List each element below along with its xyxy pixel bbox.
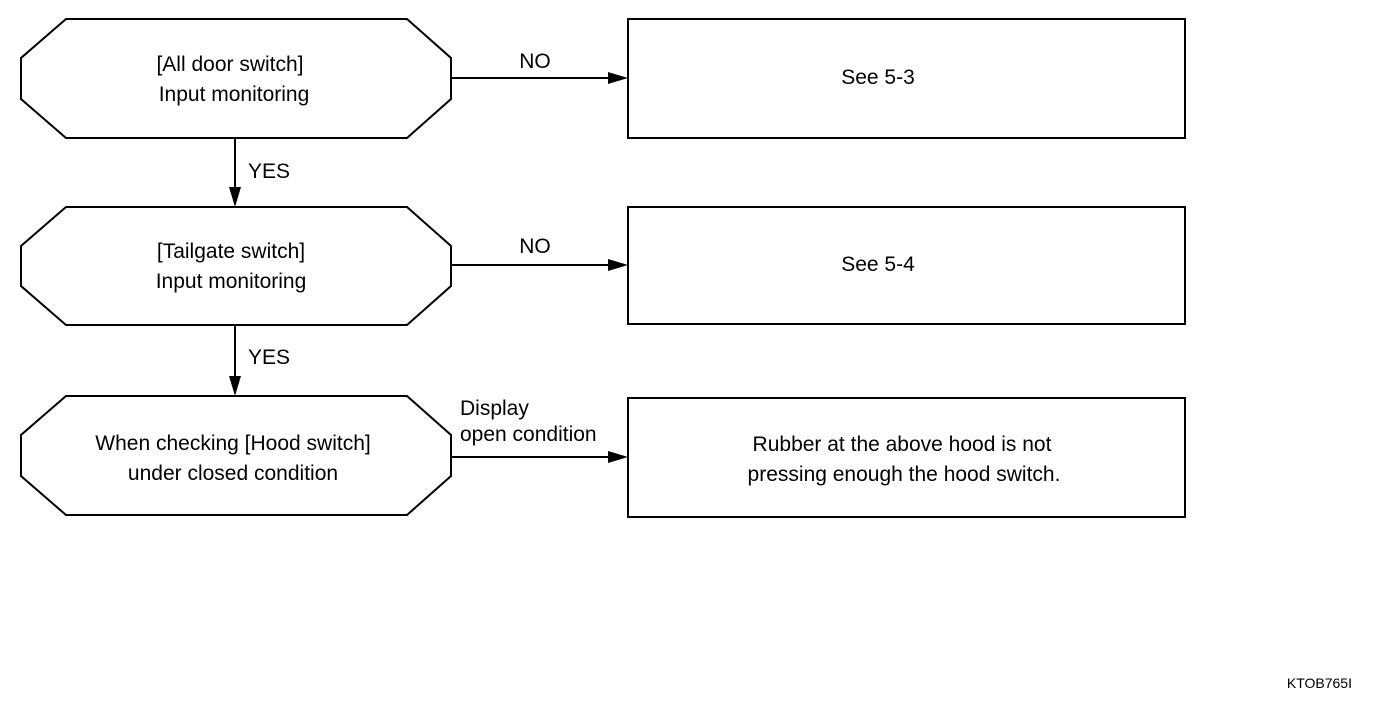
result-3-line-1: Rubber at the above hood is not [753,433,1052,456]
edge-no-1-arrowhead [608,72,628,84]
edge-yes-1-arrowhead [229,187,241,207]
edge-yes-2-arrowhead [229,376,241,396]
decision-all-door-switch: [All door switch] Input monitoring [20,18,452,139]
decision-1-line-1: [All door switch] [156,53,303,76]
result-3-line-2: pressing enough the hood switch. [748,463,1061,486]
edge-yes-2: YES [229,325,290,396]
decision-2-line-2: Input monitoring [156,270,307,293]
result-box-1 [627,18,1186,139]
edge-display-label-line-1: Display [460,397,529,420]
decision-hood-switch: When checking [Hood switch] under closed… [20,395,452,516]
result-box-3 [627,397,1186,518]
edge-display-open: Display open condition [451,397,628,463]
edge-no-2: NO [451,235,628,271]
decision-2-line-1: [Tailgate switch] [157,240,305,263]
decision-3-line-1: When checking [Hood switch] [95,432,370,455]
edge-yes-1-label: YES [248,160,290,183]
result-1-line-1: See 5-3 [841,66,915,89]
result-2-line-1: See 5-4 [841,253,915,276]
edge-display-label-line-2: open condition [460,423,597,446]
figure-code: KTOB765I [1287,675,1352,691]
edge-display-arrowhead [608,451,628,463]
result-rubber-hood: Rubber at the above hood is not pressing… [627,397,1186,518]
edge-yes-1: YES [229,138,290,207]
decision-shape-1 [20,18,452,139]
edge-no-1-label: NO [519,50,551,73]
decision-shape-3 [20,395,452,516]
edge-no-1: NO [451,50,628,84]
result-see-5-4: See 5-4 [627,206,1186,325]
result-box-2 [627,206,1186,325]
decision-1-line-2: Input monitoring [159,83,310,106]
edge-yes-2-label: YES [248,346,290,369]
edge-no-2-arrowhead [608,259,628,271]
decision-3-line-2: under closed condition [128,462,338,485]
result-see-5-3: See 5-3 [627,18,1186,139]
decision-tailgate-switch: [Tailgate switch] Input monitoring [20,206,452,326]
decision-shape-2 [20,206,452,326]
edge-no-2-label: NO [519,235,551,258]
